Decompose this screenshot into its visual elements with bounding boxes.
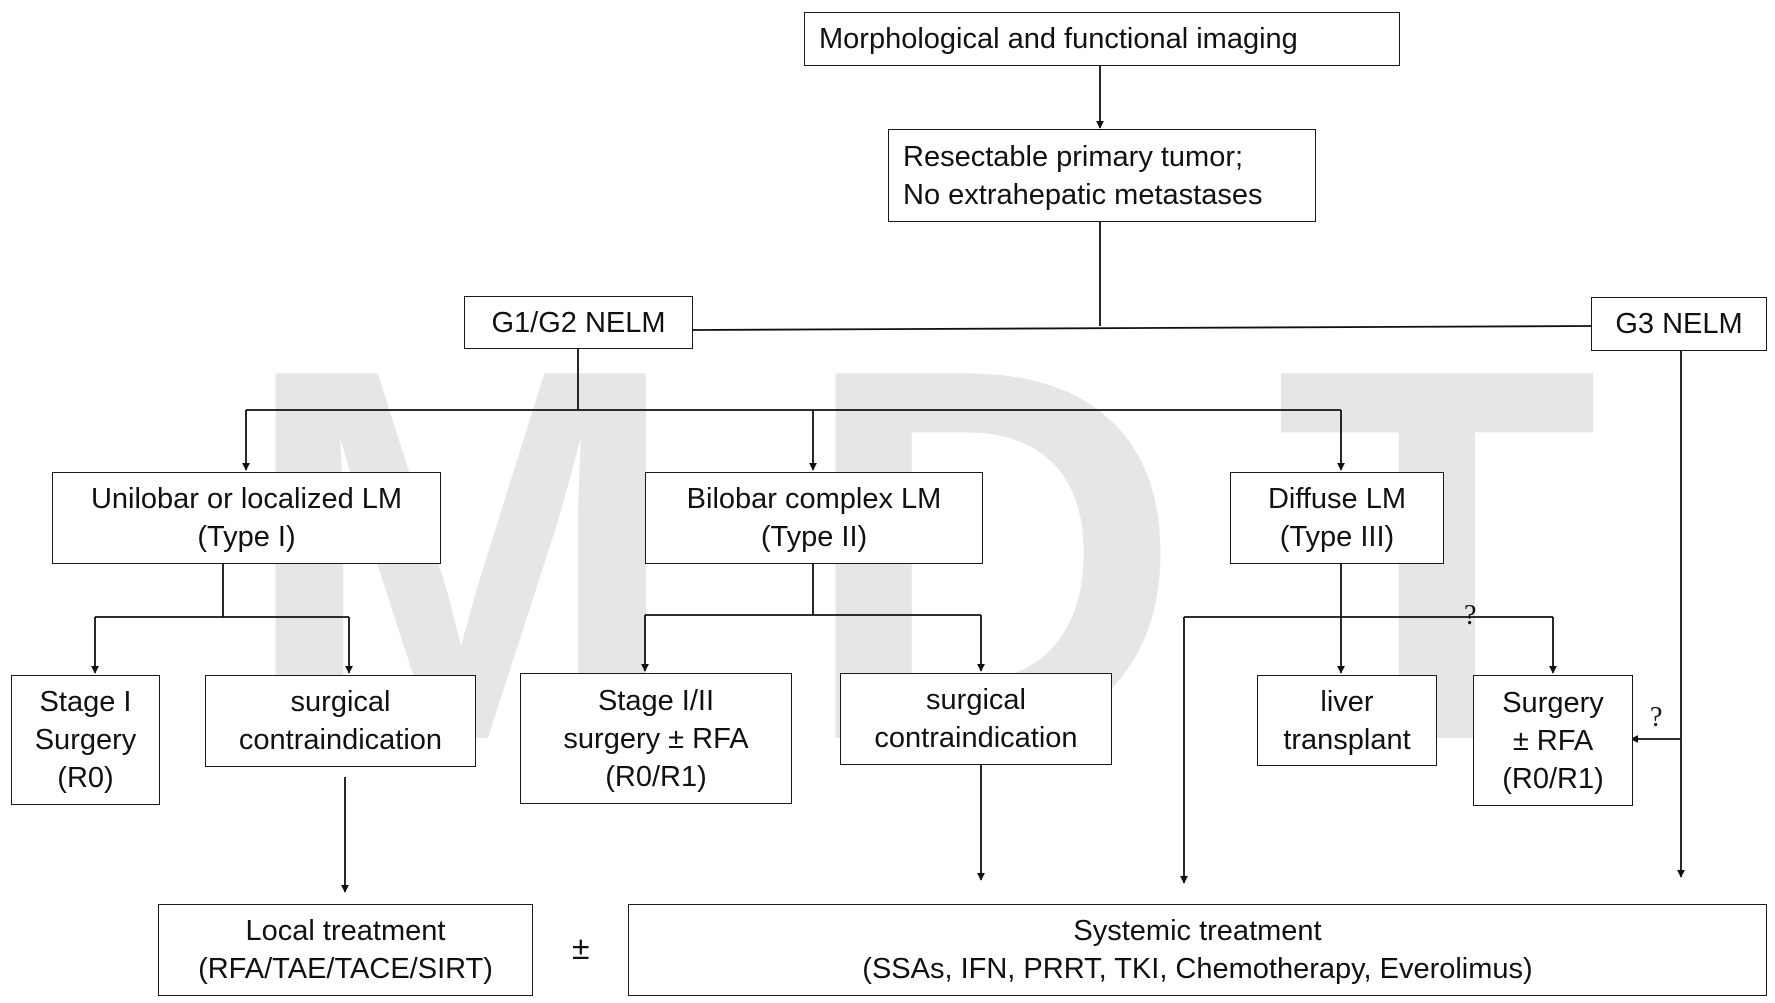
liver-text-line1: liver — [1320, 685, 1374, 718]
liver-transplant-box: liver transplant — [1257, 675, 1437, 766]
type2-text-line1: Bilobar complex LM — [686, 483, 942, 515]
stage1-text-line3: (R0) — [57, 762, 114, 794]
surgeryrfa-text-line3: (R0/R1) — [1502, 762, 1604, 795]
type1-text-line2: (Type I) — [197, 521, 296, 553]
local-text-line1: Local treatment — [245, 915, 446, 947]
stage12-text-line2: surgery ± RFA — [563, 722, 749, 755]
resectable-text-line2: No extrahepatic metastases — [903, 178, 1263, 211]
imaging-text: Morphological and functional imaging — [819, 23, 1298, 55]
type1-box: Unilobar or localized LM (Type I) — [52, 472, 441, 564]
type2-text-line2: (Type II) — [760, 521, 868, 553]
stage12-text-line3: (R0/R1) — [605, 760, 707, 793]
g3-nelm-text: G3 NELM — [1615, 308, 1743, 340]
stage12-text-line1: Stage I/II — [597, 684, 715, 717]
g1g2-nelm-box: G1/G2 NELM — [464, 296, 693, 349]
contra2-text-line2: contraindication — [874, 722, 1078, 754]
local-text-line2: (RFA/TAE/TACE/SIRT) — [198, 953, 493, 985]
surgeryrfa-text-line1: Surgery — [1502, 686, 1604, 719]
contra1-text-line2: contraindication — [238, 724, 443, 756]
local-treatment-box: Local treatment (RFA/TAE/TACE/SIRT) — [158, 904, 533, 996]
contraindication-box-2: surgical contraindication — [840, 673, 1112, 765]
surgeryrfa-text-line2: ± RFA — [1512, 724, 1594, 757]
stage1-text-line2: Surgery — [34, 724, 137, 756]
systemic-text-line2: (SSAs, IFN, PRRT, TKI, Chemotherapy, Eve… — [862, 953, 1533, 985]
liver-text-line2: transplant — [1283, 723, 1411, 756]
question-mark-type3-branch: ? — [1464, 600, 1477, 631]
imaging-box: Morphological and functional imaging — [804, 12, 1400, 66]
surgery-rfa-box: Surgery ± RFA (R0/R1) — [1473, 675, 1633, 806]
systemic-text-line1: Systemic treatment — [1073, 915, 1322, 947]
g1g2-nelm-text: G1/G2 NELM — [491, 306, 666, 339]
resectable-box: Resectable primary tumor; No extrahepati… — [888, 129, 1316, 222]
type1-text-line1: Unilobar or localized LM — [90, 483, 403, 515]
resectable-text-line1: Resectable primary tumor; — [903, 140, 1244, 173]
systemic-treatment-box: Systemic treatment (SSAs, IFN, PRRT, TKI… — [628, 904, 1767, 996]
type3-box: Diffuse LM (Type III) — [1230, 472, 1444, 564]
contra1-text-line1: surgical — [290, 686, 391, 718]
stage1-surgery-box: Stage I Surgery (R0) — [11, 675, 160, 805]
type2-box: Bilobar complex LM (Type II) — [645, 472, 983, 564]
type3-text-line1: Diffuse LM — [1267, 483, 1407, 515]
question-mark-g3-branch: ? — [1650, 702, 1663, 733]
line-g1g2-to-g3 — [692, 325, 1592, 331]
type3-text-line2: (Type III) — [1279, 521, 1395, 553]
stage12-surgery-box: Stage I/II surgery ± RFA (R0/R1) — [520, 673, 792, 804]
plus-minus-sign: ± — [572, 930, 590, 966]
stage1-text-line1: Stage I — [39, 686, 132, 718]
contra2-text-line1: surgical — [926, 684, 1026, 716]
contraindication-box-1: surgical contraindication — [205, 675, 476, 767]
g3-nelm-box: G3 NELM — [1591, 297, 1767, 351]
